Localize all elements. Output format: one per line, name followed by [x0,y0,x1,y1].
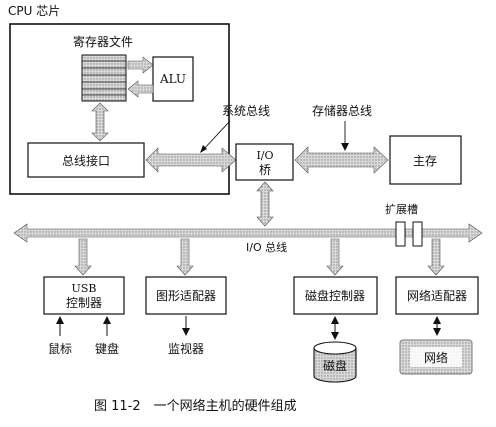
figure-caption: 图 11-2 一个网络主机的硬件组成 [94,398,297,414]
keyboard-label: 键盘 [95,341,119,356]
io-bus-label: I/O 总线 [246,240,287,254]
register-file [81,54,127,102]
io-bridge-line2: 桥 [259,163,271,177]
disk-cylinder [313,341,357,383]
expansion-slots-label: 扩展槽 [385,202,418,216]
expansion-slot-2 [412,221,423,247]
system-bus-pointer [202,120,231,151]
usb-controller-line1: USB [72,282,97,295]
memory-bus-label: 存储器总线 [312,103,372,118]
disk-controller-label: 磁盘控制器 [305,288,365,303]
main-memory-label: 主存 [413,154,437,168]
system-bus-arrow [145,147,237,173]
io-bridge-box [235,143,294,181]
memory-bus-arrow [294,146,389,174]
network-adapter-label: 网络适配器 [407,288,467,303]
bus-interface-label: 总线接口 [62,153,110,168]
io-bridge-line1: I/O [256,149,273,162]
usb-controller-box [43,276,125,315]
device-arrows [74,238,445,276]
system-bus-pointer-head [200,145,207,153]
reg-alu-arrows [127,56,154,98]
graphics-adapter-label: 图形适配器 [156,289,216,303]
input-arrows [56,316,111,336]
network-box-inner [410,347,462,367]
monitor-arrow [182,316,190,336]
mouse-label: 鼠标 [48,342,72,356]
network-adapter-box [395,276,479,315]
reg-bus-arrow [91,102,109,142]
cpu-chip-box [9,23,230,195]
expansion-slot-1 [395,221,406,247]
network-label: 网络 [424,350,448,365]
network-arrow [433,316,441,336]
system-bus-label: 系统总线 [222,104,270,118]
register-file-label: 寄存器文件 [73,34,133,49]
graphics-adapter-box [145,276,227,315]
bridge-iobus-arrow [256,181,274,227]
disk-arrow [331,316,339,340]
memory-bus-pointer-head [341,143,349,151]
main-memory-box [389,135,462,185]
bus-interface-box [27,142,145,178]
io-bus-arrow [13,223,483,243]
usb-controller-line2: 控制器 [66,296,102,310]
disk-controller-box [293,276,378,315]
disk-label: 磁盘 [323,358,347,373]
monitor-label: 监视器 [168,341,204,356]
alu-label: ALU [159,72,186,86]
cpu-label: CPU 芯片 [8,4,60,18]
alu-box [152,56,194,102]
